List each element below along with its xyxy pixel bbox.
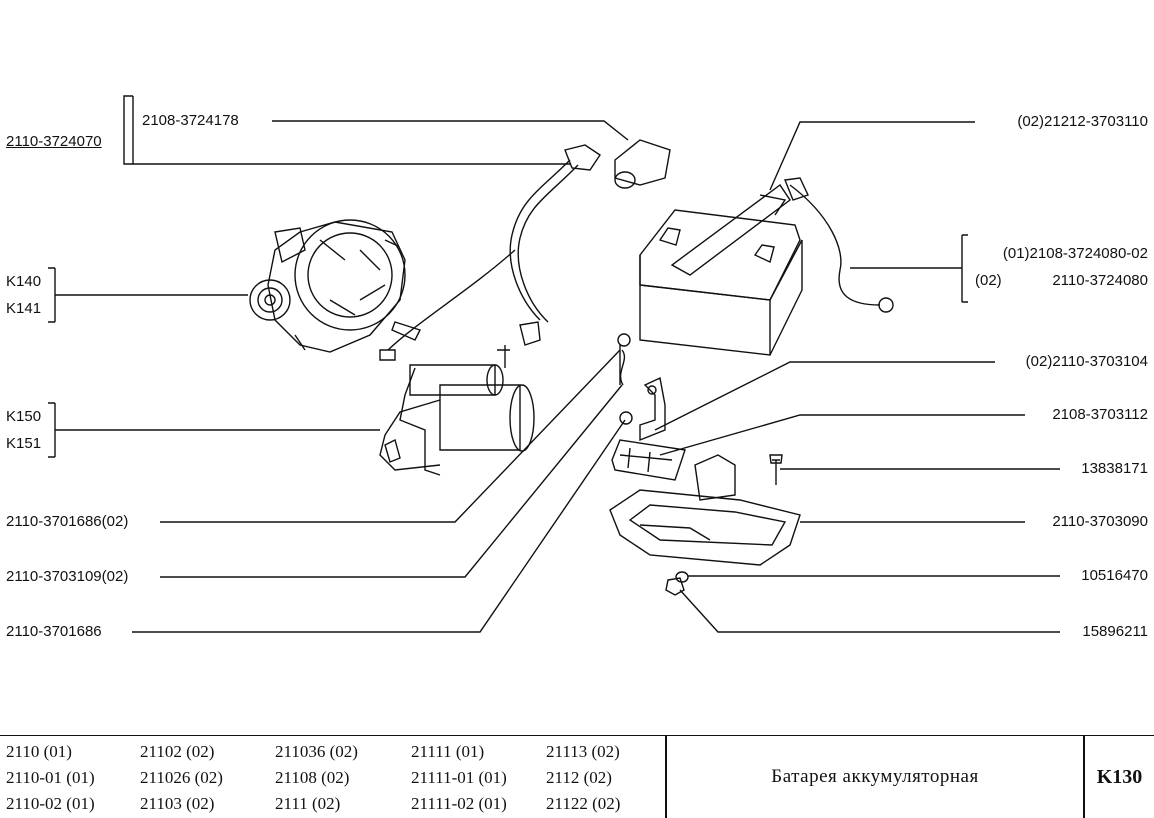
parts-diagram — [48, 95, 1060, 633]
model-cell: 2112 (02) — [546, 768, 612, 787]
model-cell: 21111 (01) — [411, 742, 485, 761]
table-divider — [1083, 736, 1085, 818]
model-cell: 2110-02 (01) — [6, 794, 95, 813]
sheet-number: K130 — [1096, 765, 1143, 788]
alternator-drawing — [249, 219, 406, 353]
model-cell: 2110-01 (01) — [6, 768, 95, 787]
callout-alternator-k141: K141 — [6, 300, 42, 317]
callout-negative-cable-02-code: (02) — [975, 272, 1002, 289]
model-cell: 21122 (02) — [546, 794, 621, 813]
model-cell: 211036 (02) — [275, 742, 358, 761]
callout-bolt-1: 2110-3701686(02) — [6, 513, 129, 530]
callout-nut: 15896211 — [1082, 623, 1148, 640]
page-title: Батарея аккумуляторная — [771, 766, 979, 787]
model-cell: 21111-02 (01) — [411, 794, 507, 813]
callout-screw: 13838171 — [1081, 460, 1148, 477]
table-divider — [665, 736, 667, 818]
callout-starter-k151: K151 — [6, 435, 42, 452]
callout-bolt-3: 2110-3701686 — [6, 623, 102, 640]
tray-hardware-drawing — [609, 333, 801, 596]
model-cell: 21102 (02) — [140, 742, 215, 761]
callout-wiring-harness: 2110-3724070 — [6, 133, 102, 150]
callout-starter-k150: K150 — [6, 408, 42, 425]
callout-bracket: 2108-3703112 — [1052, 406, 1148, 423]
callout-bolt-2: 2110-3703109(02) — [6, 568, 129, 585]
battery-drawing — [639, 183, 803, 356]
leader-lines — [48, 95, 1060, 633]
callout-positive-cable: 2108-3724178 — [142, 112, 239, 129]
callout-negative-cable-01: (01)2108-3724080-02 — [1002, 245, 1148, 262]
callout-washer: 10516470 — [1081, 567, 1148, 584]
model-cell: 21108 (02) — [275, 768, 350, 787]
model-cell: 21103 (02) — [140, 794, 215, 813]
model-cell: 21111-01 (01) — [411, 768, 507, 787]
model-cell: 2111 (02) — [275, 794, 341, 813]
model-cell: 2110 (01) — [6, 742, 72, 761]
model-cell: 211026 (02) — [140, 768, 223, 787]
model-cell: 21113 (02) — [546, 742, 620, 761]
title-block: 2110 (01) 21102 (02) 211036 (02) 21111 (… — [0, 735, 1154, 818]
callout-alternator-k140: K140 — [6, 273, 42, 290]
cables-drawing — [379, 139, 894, 361]
callout-negative-cable-02: 2110-3724080 — [1052, 272, 1148, 289]
callout-clamp-cable: (02)21212-3703110 — [1017, 113, 1148, 130]
callout-tray: 2110-3703090 — [1052, 513, 1148, 530]
callout-rod: (02)2110-3703104 — [1025, 353, 1148, 370]
starter-drawing — [379, 345, 535, 476]
